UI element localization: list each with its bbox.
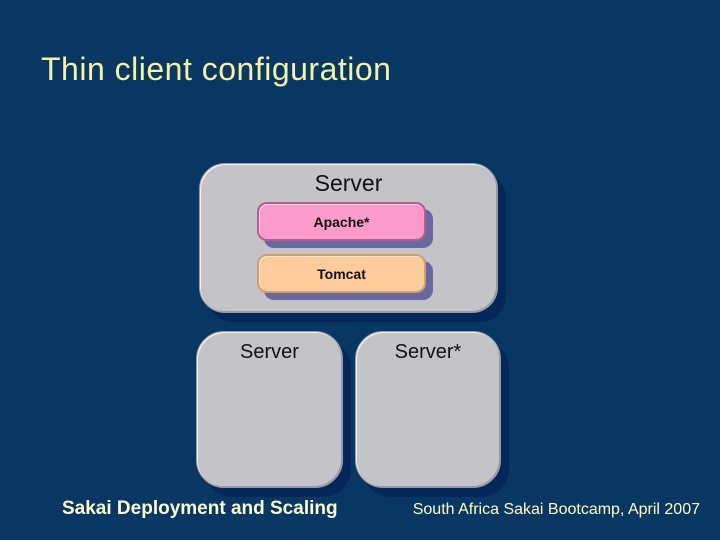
- apache-box: Apache*: [257, 202, 426, 241]
- tomcat-box: Tomcat: [257, 254, 426, 293]
- page-title: Thin client configuration: [41, 51, 392, 87]
- server-star-box-label: Server*: [394, 341, 462, 363]
- server-group-label: Server: [314, 170, 383, 196]
- footer-event-info: South Africa Sakai Bootcamp, April 2007: [412, 501, 700, 518]
- server-group-box: Server Apache* Tomcat: [199, 163, 498, 313]
- server-box-label: Server: [240, 341, 299, 363]
- footer-deck-title: Sakai Deployment and Scaling: [62, 498, 338, 519]
- server-box: Server: [196, 331, 343, 488]
- server-star-box: Server*: [355, 331, 501, 488]
